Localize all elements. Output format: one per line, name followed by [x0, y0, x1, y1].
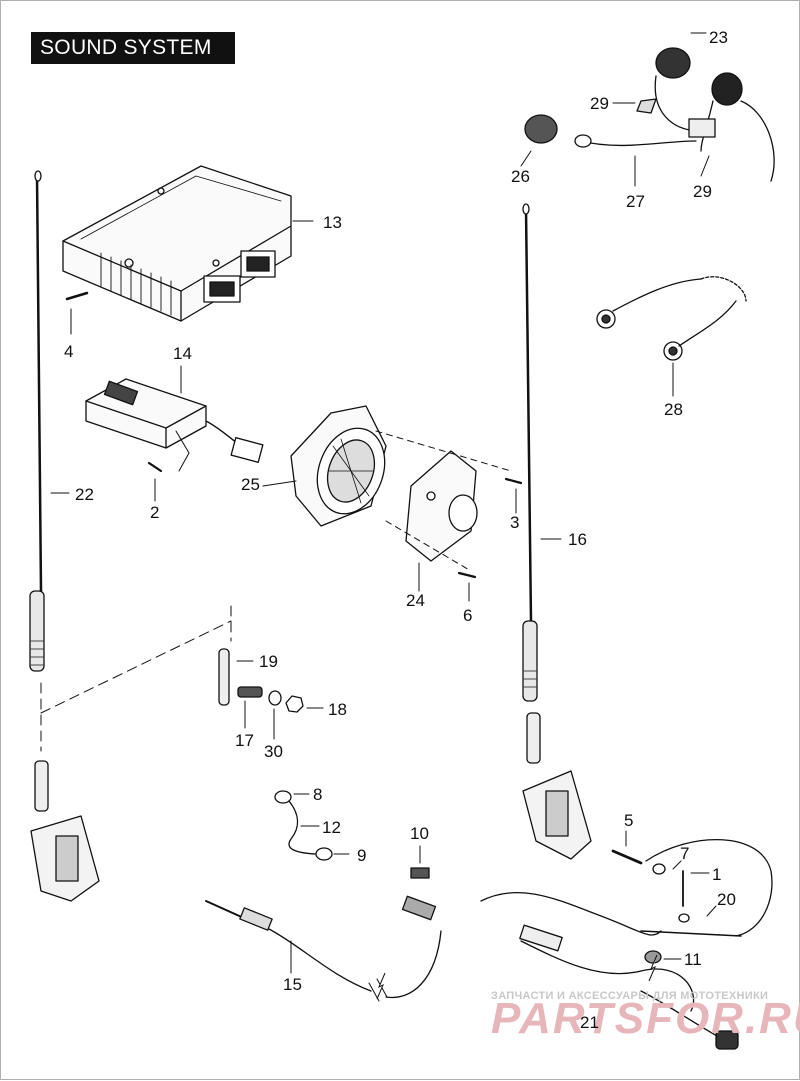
speaker-adapter	[405, 450, 478, 562]
callout-8: 8	[313, 785, 322, 804]
callout-17: 17	[235, 731, 254, 750]
amp-module	[85, 378, 264, 472]
grommet-7	[652, 863, 666, 875]
antenna-cable	[205, 895, 442, 1002]
antenna-mast-left	[29, 170, 45, 672]
callout-4: 4	[64, 342, 73, 361]
callout-2: 2	[150, 503, 159, 522]
callout-15: 15	[283, 975, 302, 994]
watermark-logo: PARTSFOR.RU	[491, 994, 800, 1043]
connector-17	[237, 686, 263, 698]
callout-22: 22	[75, 485, 94, 504]
washer	[268, 690, 282, 706]
screw	[147, 461, 163, 473]
callout-26: 26	[511, 167, 530, 186]
headset-cord	[596, 276, 747, 361]
radio-unit	[62, 165, 292, 322]
callout-3: 3	[510, 513, 519, 532]
callout-12: 12	[322, 818, 341, 837]
antenna-stud	[218, 648, 230, 706]
callout-7: 7	[680, 844, 689, 863]
page-title: SOUND SYSTEM	[31, 32, 235, 64]
ground-strap	[274, 790, 333, 861]
harness-21	[480, 892, 739, 1050]
callout-13: 13	[323, 213, 342, 232]
callout-28: 28	[664, 400, 683, 419]
callout-14: 14	[173, 344, 192, 363]
pin-5	[611, 849, 643, 865]
harness-20	[640, 838, 773, 937]
antenna-mast-right	[522, 203, 538, 702]
callout-19: 19	[259, 652, 278, 671]
callout-25: 25	[241, 475, 260, 494]
headset	[574, 47, 775, 182]
callout-21: 21	[580, 1013, 599, 1032]
callout-1: 1	[712, 865, 721, 884]
watermark-line1: ЗАПЧАСТИ И АКСЕССУАРЫ ДЛЯ МОТОТЕХНИКИ	[491, 990, 768, 1002]
callout-5: 5	[624, 811, 633, 830]
bolt	[65, 291, 89, 301]
callout-24: 24	[406, 591, 425, 610]
antenna-base-left	[30, 760, 100, 902]
callout-20: 20	[717, 890, 736, 909]
grommet-11	[644, 950, 662, 964]
clip	[410, 867, 430, 879]
callout-9: 9	[357, 846, 366, 865]
wind-sock	[524, 114, 558, 144]
callout-29b: 29	[693, 182, 712, 201]
callout-11: 11	[684, 950, 702, 969]
callout-18: 18	[328, 700, 347, 719]
nut	[285, 695, 304, 713]
callout-30: 30	[264, 742, 283, 761]
callout-23: 23	[709, 28, 728, 47]
antenna-base-right	[522, 712, 592, 860]
callout-labels: 23 29 26 27 29 13 4 14 28 25 22 2 3 16 2…	[64, 28, 736, 1032]
callout-10: 10	[410, 824, 429, 843]
speaker	[290, 405, 387, 527]
callout-27: 27	[626, 192, 645, 211]
callout-16: 16	[568, 530, 587, 549]
callout-6: 6	[463, 606, 472, 625]
callout-29a: 29	[590, 94, 609, 113]
